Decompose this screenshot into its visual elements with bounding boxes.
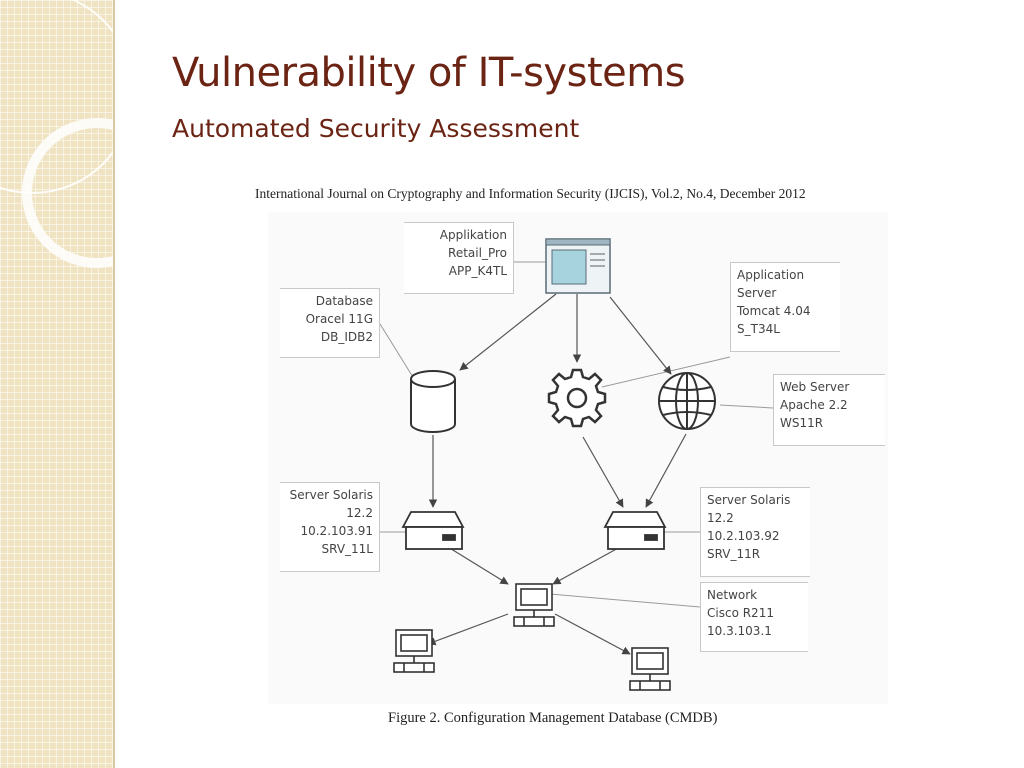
cmdb-diagram: Applikation Retail_Pro APP_K4TL Database…	[268, 212, 888, 704]
arrow-app-to-webserver	[609, 296, 672, 375]
label-line: Oracel 11G	[305, 312, 373, 326]
arrow-appserver-to-server-right	[582, 436, 624, 508]
network-computer-icon	[513, 583, 555, 627]
label-application-server: Application Server Tomcat 4.04 S_T34L	[730, 262, 840, 352]
arrow-network-to-client-right	[554, 613, 631, 655]
journal-header: International Journal on Cryptography an…	[255, 186, 806, 201]
label-line: Server	[737, 286, 777, 300]
label-line: Cisco R211	[707, 606, 774, 620]
label-line: Server Solaris	[707, 493, 791, 507]
label-server-left: Server Solaris 12.2 10.2.103.91 SRV_11L	[280, 482, 380, 572]
diagram-canvas	[378, 238, 774, 691]
arrow-app-to-database	[459, 293, 557, 371]
label-line: Web Server	[780, 380, 850, 394]
label-line: Network	[707, 588, 758, 602]
client-computer-icon	[629, 647, 671, 691]
slide-title: Vulnerability of IT-systems	[172, 50, 686, 96]
arrow-server-left-to-network	[447, 546, 509, 585]
globe-icon	[658, 372, 716, 430]
leader-line	[549, 593, 701, 608]
arrow-network-to-client-left	[427, 613, 509, 646]
client-computer-icon	[393, 629, 435, 673]
label-line: Database	[315, 294, 373, 308]
decorative-sidebar	[0, 0, 113, 768]
label-line: S_T34L	[737, 322, 780, 336]
label-line: DB_IDB2	[320, 330, 373, 344]
label-line: WS11R	[780, 416, 824, 430]
arrow-server-right-to-network	[552, 546, 621, 585]
label-line: 10.2.103.91	[300, 524, 373, 538]
sidebar-divider	[113, 0, 115, 768]
leader-line	[379, 323, 417, 383]
label-web-server: Web Server Apache 2.2 WS11R	[773, 374, 885, 446]
label-line: 12.2	[346, 506, 373, 520]
server-icon	[401, 511, 465, 550]
application-window-icon	[545, 238, 611, 294]
slide-subtitle: Automated Security Assessment	[172, 114, 580, 143]
arrow-webserver-to-server-right	[645, 433, 687, 508]
leader-line	[719, 404, 774, 409]
label-line: 12.2	[707, 511, 734, 525]
label-line: Server Solaris	[289, 488, 373, 502]
label-line: Applikation	[439, 228, 507, 242]
label-line: 10.2.103.92	[707, 529, 780, 543]
label-line: SRV_11R	[707, 547, 761, 561]
label-server-right: Server Solaris 12.2 10.2.103.92 SRV_11R	[700, 487, 810, 577]
figure-caption: Figure 2. Configuration Management Datab…	[388, 710, 718, 726]
label-line: APP_K4TL	[448, 264, 507, 278]
label-line: 10.3.103.1	[707, 624, 772, 638]
label-line: Retail_Pro	[448, 246, 507, 260]
gear-icon	[547, 368, 607, 428]
label-database: Database Oracel 11G DB_IDB2	[280, 288, 380, 358]
label-application: Applikation Retail_Pro APP_K4TL	[404, 222, 514, 294]
label-line: Application	[737, 268, 805, 282]
label-network: Network Cisco R211 10.3.103.1	[700, 582, 808, 652]
label-line: Tomcat 4.04	[737, 304, 811, 318]
label-line: Apache 2.2	[780, 398, 848, 412]
label-line: SRV_11L	[321, 542, 373, 556]
connection-arrows	[427, 293, 687, 655]
database-icon	[410, 370, 456, 433]
server-icon	[603, 511, 667, 550]
